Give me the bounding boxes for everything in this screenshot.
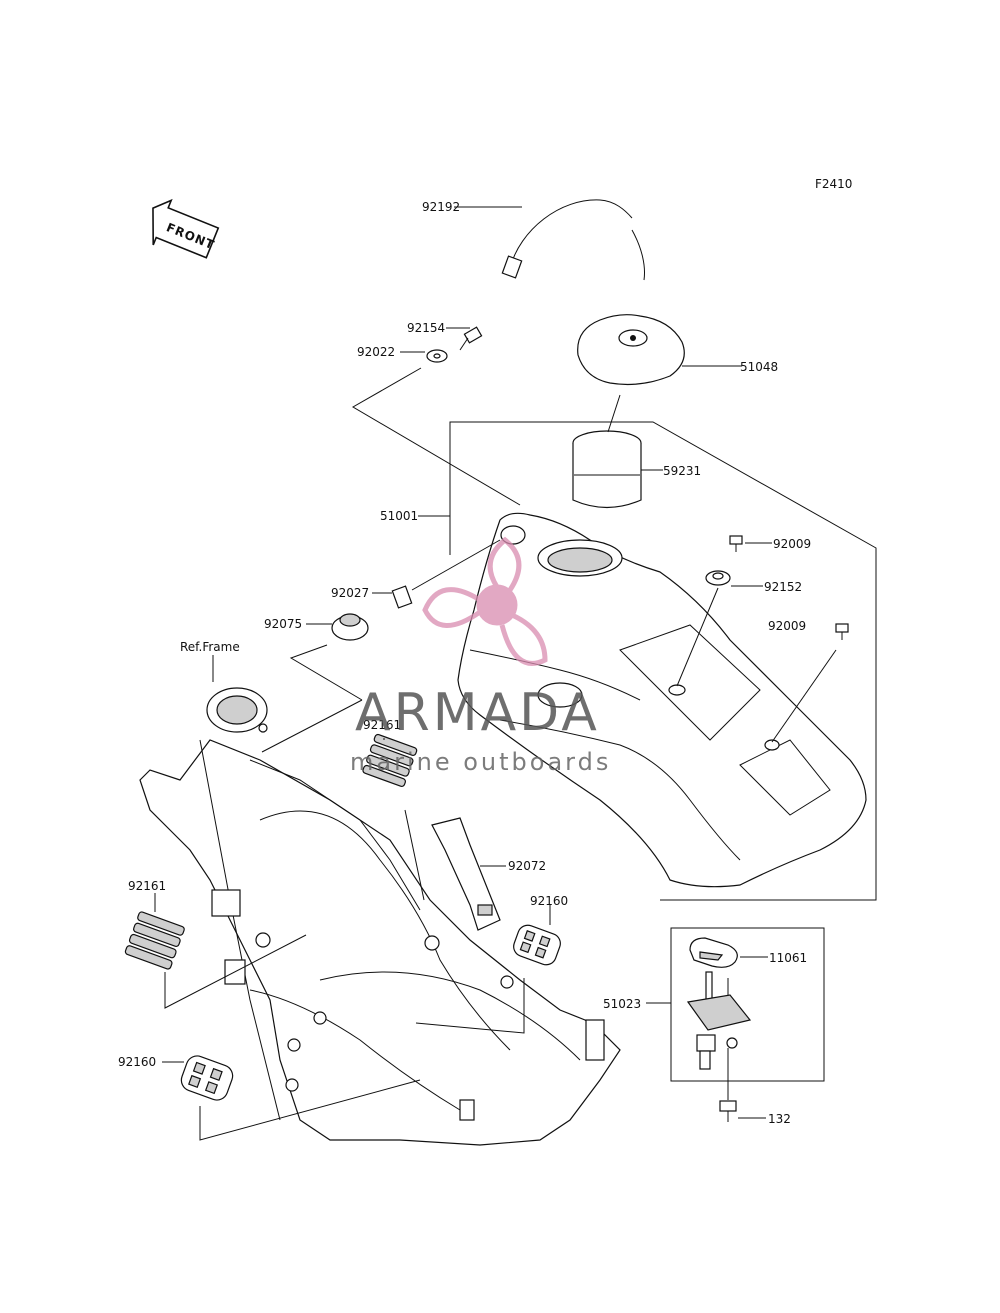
label-92160-right: 92160 [530,894,568,908]
filler-neck-part [572,394,663,509]
rubber-lower-part [124,893,307,1009]
fuel-tank-part [457,512,867,888]
label-92075: 92075 [264,617,302,631]
bolt-upper-part [729,535,772,552]
damper-part [676,570,763,687]
fuel-cock-assembly [646,927,825,1122]
bolt-part [446,326,483,351]
label-11061: 11061 [769,951,807,965]
ref-frame-label: Ref.Frame [180,640,240,654]
label-92152: 92152 [764,580,802,594]
label-51048: 51048 [740,360,778,374]
label-92072: 92072 [508,859,546,873]
label-92160-left: 92160 [118,1055,156,1069]
washer-part [400,349,448,363]
figure-code: F2410 [815,177,852,191]
cushion-left-part [162,1055,421,1141]
label-92009-upper: 92009 [773,537,811,551]
label-92192: 92192 [422,200,460,214]
cushion-right-part [415,905,561,1034]
frame-part [139,687,621,1146]
label-132: 132 [768,1112,791,1126]
label-92161-upper: 92161 [363,718,401,732]
bolt-lower-part [771,623,849,743]
label-92027: 92027 [331,586,369,600]
front-arrow-icon: FRONT [152,198,220,259]
propeller-logo-icon [422,536,548,666]
fuel-cap-part [577,314,742,386]
label-92154: 92154 [407,321,445,335]
label-51023: 51023 [603,997,641,1011]
tank-assembly-bracket [352,367,877,901]
watermark: ARMADA marine outboards [350,536,611,776]
watermark-tagline: marine outboards [350,748,611,776]
bracket-part [431,817,506,931]
rubber-upper-part [362,733,425,901]
label-51001: 51001 [380,509,418,523]
label-59231: 59231 [663,464,701,478]
fuel-hose-part [454,199,645,281]
grommet-part [261,613,369,753]
label-92022: 92022 [357,345,395,359]
label-92009-lower: 92009 [768,619,806,633]
watermark-brand: ARMADA [355,683,600,743]
label-92161-lower: 92161 [128,879,166,893]
collar-part [372,539,501,609]
